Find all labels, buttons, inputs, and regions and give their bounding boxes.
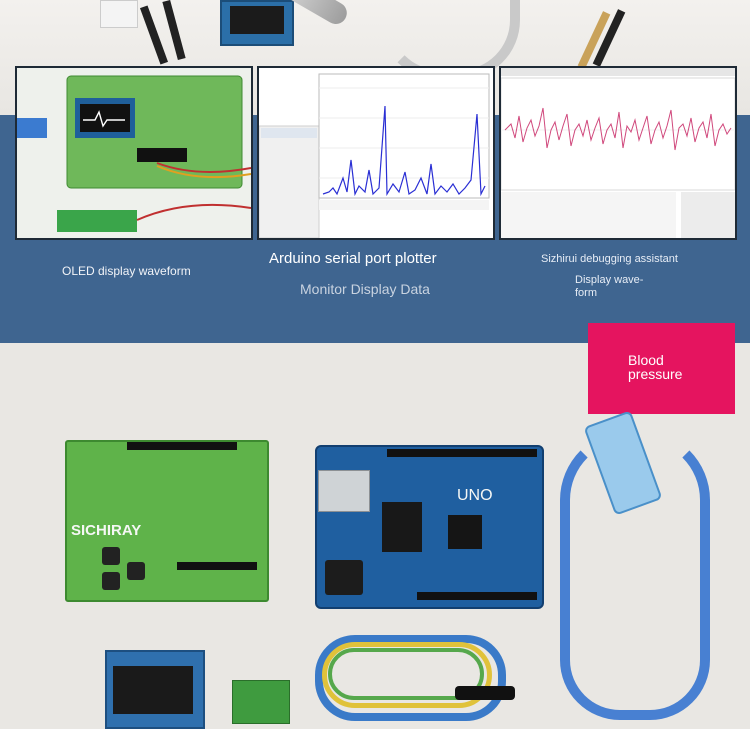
sensor-shield-board: SICHIRAY [65,440,269,602]
blood-pressure-badge: Blood pressure [588,323,735,414]
dc-jack [325,560,363,595]
usb-connector [318,470,370,512]
pin-header [387,449,537,457]
serial-plotter-screenshot [257,66,495,240]
push-button [102,572,120,590]
monitor-caption: Monitor Display Data [300,281,430,297]
plotter-drawing [259,68,493,238]
jumper-wire [162,0,186,61]
shield-brand: SICHIRAY [71,522,142,539]
push-button [102,547,120,565]
assistant-caption: Sizhirui debugging assistant [541,253,678,265]
ribbon-cable [315,635,506,721]
plotter-caption: Arduino serial port plotter [269,250,437,267]
white-connector [100,0,138,28]
debug-assistant-screenshot [499,66,737,240]
usb-cable [560,430,710,720]
waveform-caption: Display wave-form [575,274,644,299]
pin-header [127,442,237,450]
mcu-chip [448,515,482,549]
oled-waveform-photo [15,66,253,240]
oled-photo-drawing [17,68,251,238]
pulse-sensor-module [232,680,290,724]
jumper-wire [139,5,169,65]
ribbon-cable [328,648,484,700]
pin-header [177,562,257,570]
oled-caption: OLED display waveform [62,264,191,278]
oled-module [105,650,205,729]
ribbon-cable [322,642,492,708]
debug-drawing [501,68,735,238]
uno-label: UNO [457,487,493,504]
badge-label: Blood pressure [628,352,683,382]
pin-header [417,592,537,600]
usb-chip [382,502,422,552]
push-button [127,562,145,580]
ribbon-connector [455,686,515,700]
oled-module [220,0,294,46]
